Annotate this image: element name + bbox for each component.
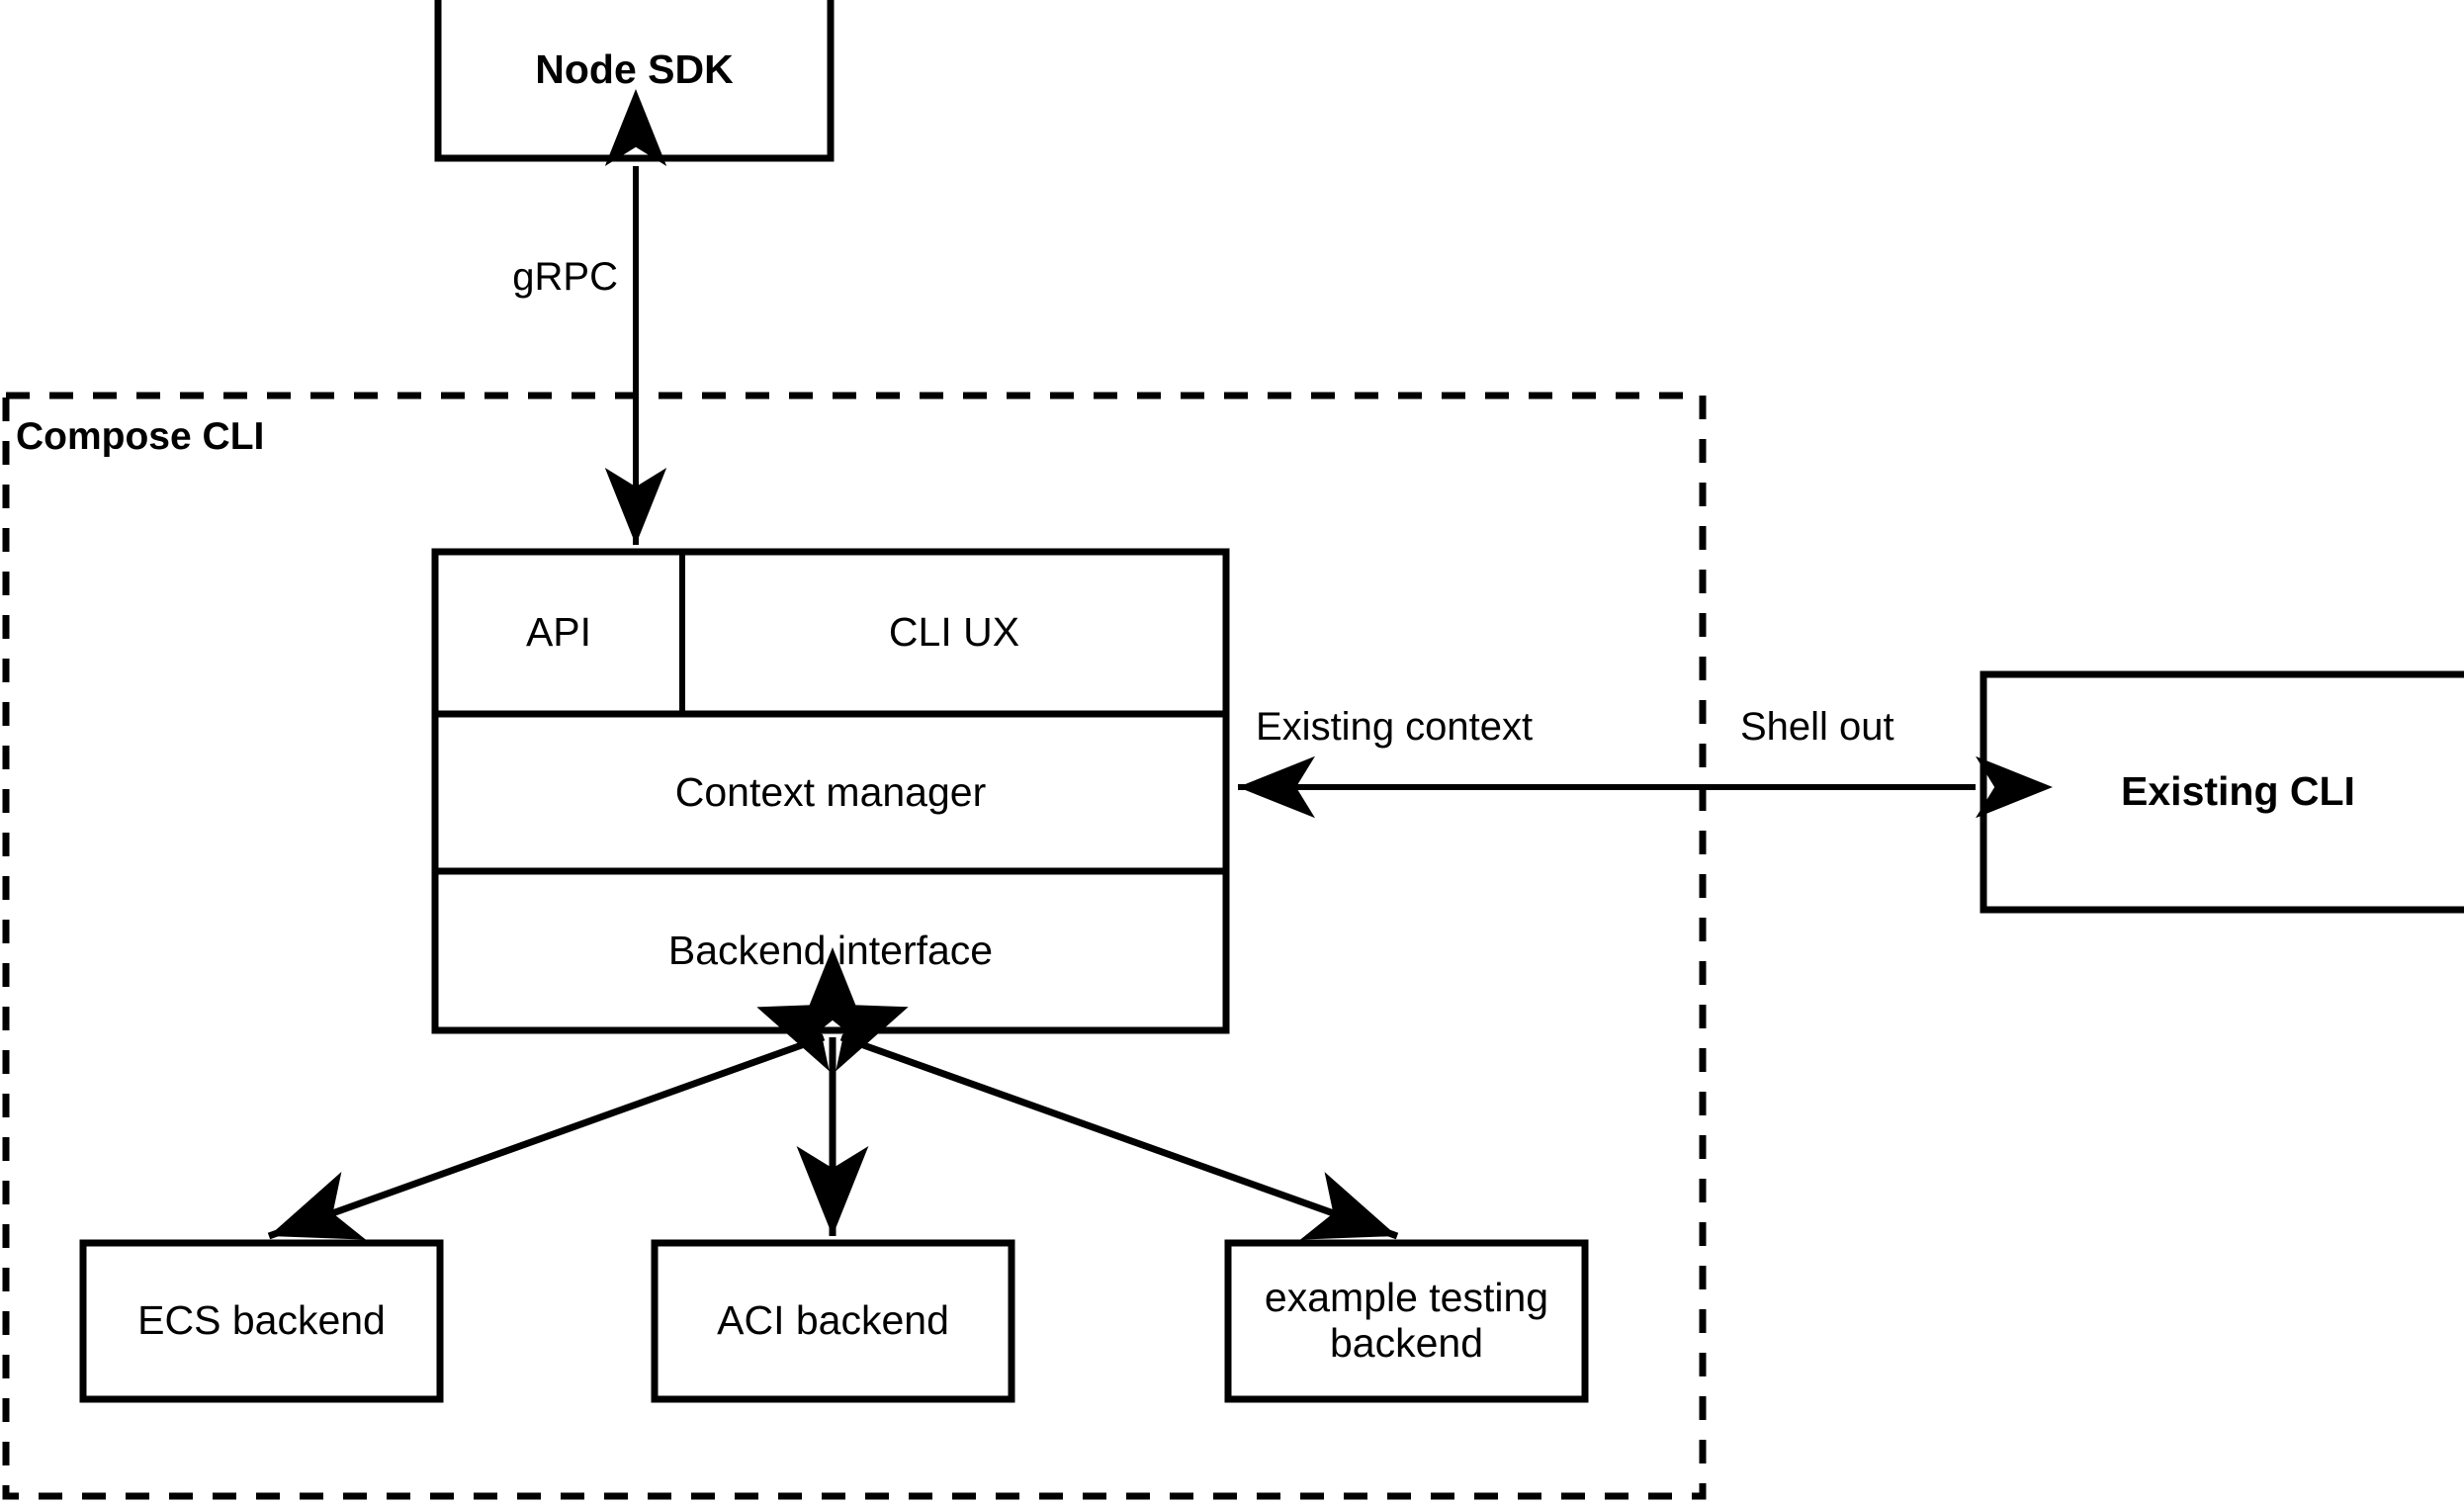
ecs-backend-box (79, 1239, 444, 1403)
example-testing-backend-label-line2: backend (1329, 1320, 1483, 1366)
example-testing-backend-label-line1: example testing (1264, 1275, 1549, 1321)
shell-out-edge-label: Shell out (1740, 705, 1894, 749)
backend-to-ecs-edge-line (267, 1003, 909, 1240)
existing-cli-label: Existing CLI (2121, 768, 2355, 815)
backend-interface-cell-label: Backend interface (667, 927, 994, 973)
api-cell-label: API (525, 609, 592, 656)
aci-backend-box (651, 1239, 1015, 1403)
existing-cli-box (1980, 670, 2464, 914)
compose-cli-group-label: Compose CLI (16, 415, 265, 458)
cli-ux-cell-label: CLI UX (888, 609, 1020, 656)
ecs-backend-label: ECS backend (137, 1297, 386, 1344)
existing-context-edge-label: Existing context (1256, 705, 1534, 749)
compose-cli-group-border (2, 392, 1707, 1500)
grpc-edge-label: gRPC (512, 255, 618, 299)
backend-to-example-edge-line (756, 1003, 1399, 1240)
example-testing-backend-box (1224, 1239, 1589, 1403)
aci-backend-label: ACI backend (717, 1297, 949, 1344)
context-manager-cell-label: Context manager (674, 768, 987, 815)
example-testing-backend-label: example testing backend (1228, 1243, 1585, 1399)
node-sdk-label: Node SDK (535, 46, 734, 93)
